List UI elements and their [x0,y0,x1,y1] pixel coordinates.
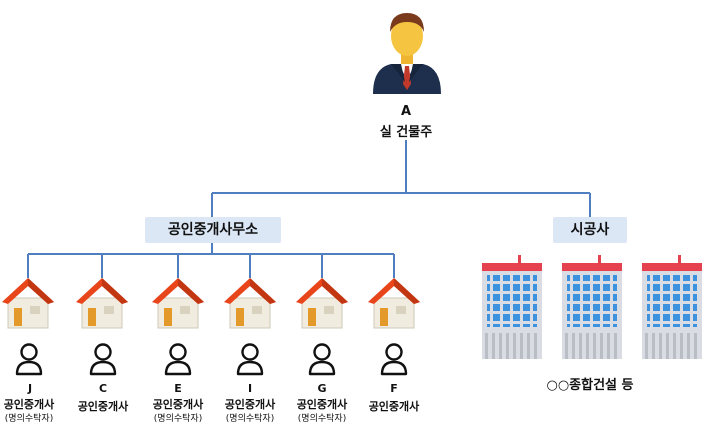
house-icon [152,278,204,329]
businessman-icon [373,13,441,94]
contractor-name: ○○종합건설 등 [546,378,634,393]
office-building-icon [482,255,542,359]
agent-note: (명의수탁자) [225,414,275,424]
house-icon [368,278,420,329]
person-outline-icon [380,343,408,376]
agent-letter: J [27,382,33,395]
agent-note: (명의수탁자) [153,414,203,424]
agent-letter: E [174,382,182,395]
agent-title: 공인중개사 [77,400,129,413]
person-outline-icon [89,343,117,376]
agent-title: 공인중개사 [152,398,204,411]
house-icon [2,278,54,329]
agent-letter: C [98,382,108,395]
agent-letter: F [390,382,398,395]
agent-letter: I [247,382,253,395]
agency-office-label: 공인중개사무소 [145,217,281,243]
agent-title: 공인중개사 [224,398,276,411]
agent-note: (명의수탁자) [4,414,54,424]
contractor-branch-label: 시공사 [553,217,627,243]
person-outline-icon [236,343,264,376]
agent-note: (명의수탁자) [297,414,347,424]
owner-letter: A [400,104,412,119]
person-outline-icon [15,343,43,376]
agent-title: 공인중개사 [3,398,55,411]
house-icon [224,278,276,329]
house-icon [76,278,128,329]
agent-letter: G [317,382,327,395]
owner-role: 실 건물주 [379,125,433,140]
agent-title: 공인중개사 [296,398,348,411]
building-group [482,255,702,359]
house-icon [296,278,348,329]
person-outline-icon [164,343,192,376]
agent-title: 공인중개사 [368,400,420,413]
person-outline-icon [308,343,336,376]
office-building-icon [642,255,702,359]
office-building-icon [562,255,622,359]
